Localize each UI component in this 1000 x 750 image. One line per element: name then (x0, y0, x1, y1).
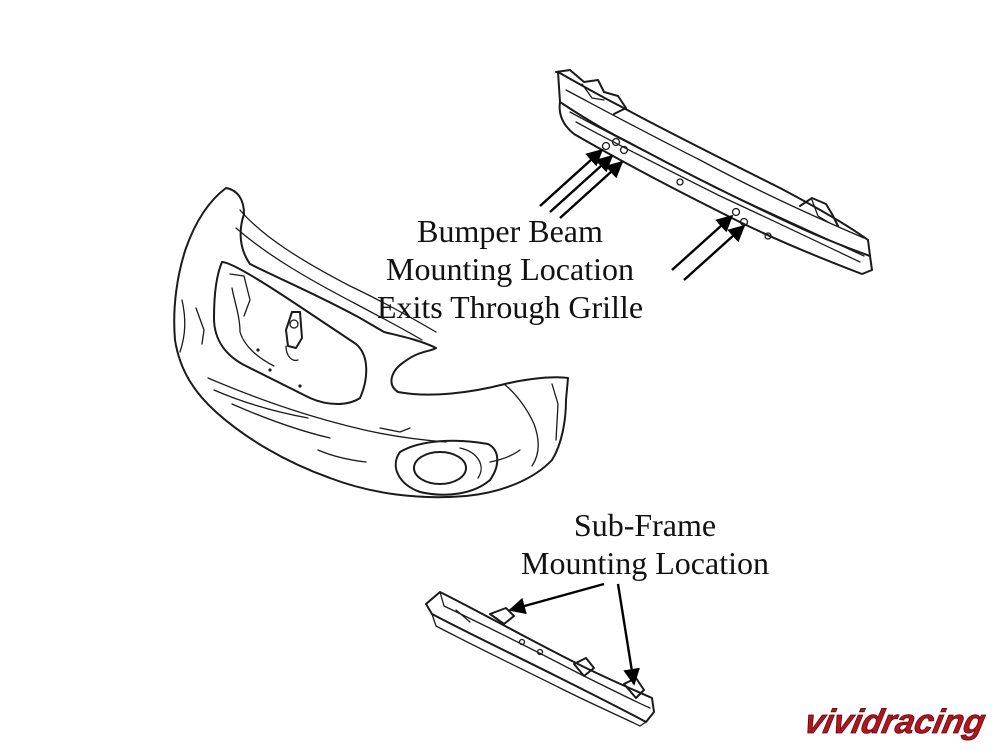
svg-text:vividracing: vividracing (801, 703, 988, 741)
bumper-beam-label-line-1: Bumper Beam (417, 213, 603, 249)
bumper-beam-arrows (539, 148, 746, 281)
front-bumper-cover-drawing (173, 187, 569, 499)
sub-frame-arrows (508, 582, 640, 686)
sub-frame-label: Sub-Frame Mounting Location (490, 506, 800, 582)
sub-frame-drawing (425, 591, 655, 727)
vividracing-logo: vividracing (794, 699, 994, 748)
bumper-beam-label-line-2: Mounting Location (386, 251, 634, 287)
bumper-beam-drawing (555, 69, 873, 275)
bumper-beam-label: Bumper Beam Mounting Location Exits Thro… (340, 212, 680, 326)
bumper-beam-label-line-3: Exits Through Grille (376, 289, 644, 325)
sub-frame-label-line-1: Sub-Frame (573, 507, 717, 543)
sub-frame-label-line-2: Mounting Location (521, 545, 769, 581)
